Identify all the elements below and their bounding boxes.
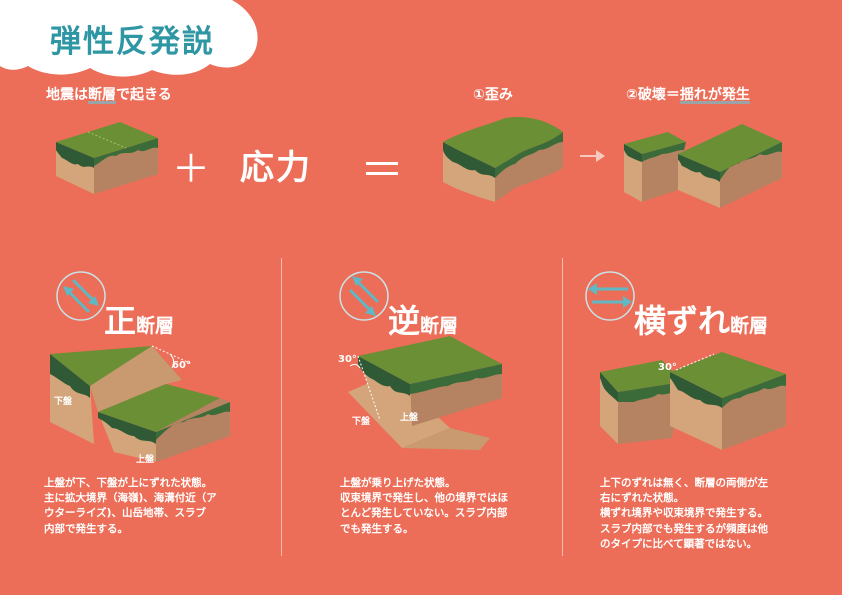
strike-slip-fault-title: 横ずれ断層: [634, 296, 768, 342]
normal-fault-hangingwall-label: 上盤: [136, 453, 155, 465]
stress-word: 応力: [240, 148, 312, 188]
description-line: 上下のずれは無く、断層の両側が左: [600, 477, 768, 489]
page-title: 弾性反発説: [50, 24, 215, 60]
strike-slip-fault-diagram: 30°: [600, 352, 786, 450]
description-line: 主に拡大境界（海嶺)、海溝付近（ア: [44, 492, 217, 505]
strike-slip-fault-title-main: 横ずれ: [634, 302, 731, 340]
column-divider-left: [281, 258, 282, 556]
reverse-fault-title-suffix: 断層: [420, 315, 459, 337]
normal-fault-description: 上盤が下、下盤が上にずれた状態。 主に拡大境界（海嶺)、海溝付近（ア ウターライ…: [44, 476, 249, 537]
strike-slip-fault-title-suffix: 断層: [730, 315, 769, 337]
description-line: 収束境界で発生し、他の境界ではほ: [340, 492, 508, 505]
normal-fault-angle-label: 60°: [172, 360, 191, 371]
normal-fault-diagram: 60° 下盤 上盤: [50, 345, 230, 465]
strike-slip-fault-description: 上下のずれは無く、断層の両側が左 右にずれた状態。 横ずれ境界や収束境界で発生す…: [600, 476, 805, 552]
broken-block-diagram: [624, 124, 782, 208]
fault-block-diagram: [56, 122, 158, 194]
description-line: 横ずれ境界や収束境界で発生する。: [600, 507, 768, 520]
subtitle-text-pre: 地震は: [46, 87, 88, 103]
strike-slip-fault-angle-label: 30°: [658, 362, 677, 373]
normal-fault-title: 正断層: [104, 296, 174, 342]
step1-label: ①歪み: [473, 87, 513, 103]
column-divider-right: [562, 258, 563, 556]
diagonal-arrows-icon: [339, 271, 389, 321]
step2-label: ②破壊＝揺れが発生: [626, 84, 750, 104]
subtitle: 地震は断層で起きる: [46, 84, 172, 104]
description-line: のタイプに比べて顕著ではない。: [600, 537, 758, 550]
diagonal-arrows-icon: [56, 271, 106, 321]
subtitle-text-post: で起きる: [116, 87, 172, 103]
normal-fault-title-suffix: 断層: [136, 315, 175, 337]
reverse-fault-footwall-label: 下盤: [352, 415, 371, 427]
title-cloud-shape: [0, 0, 258, 77]
description-line: でも発生する。: [340, 522, 414, 535]
normal-fault-title-main: 正: [104, 302, 137, 340]
equals-sign: ＝: [360, 145, 404, 196]
reverse-fault-title-main: 逆: [388, 302, 421, 340]
reverse-fault-hangingwall-label: 上盤: [400, 411, 419, 423]
description-line: とんど発生していない。スラブ内部: [340, 507, 508, 520]
step2-text-pre: ②破壊＝: [626, 87, 680, 103]
description-line: 上盤が下、下盤が上にずれた状態。: [44, 477, 213, 489]
description-line: 右にずれた状態。: [600, 492, 685, 505]
description-line: ウターライズ)、山岳地帯、スラブ: [44, 507, 206, 520]
strained-block-diagram: [443, 116, 563, 202]
description-line: スラブ内部でも発生するが頻度は他: [600, 522, 768, 535]
horizontal-arrows-icon: [585, 271, 635, 321]
step2-underlined-text: 揺れが発生: [679, 87, 750, 103]
description-line: 内部で発生する。: [44, 522, 128, 535]
reverse-fault-description: 上盤が乗り上げた状態。 収束境界で発生し、他の境界ではほ とんど発生していない。…: [340, 476, 545, 537]
reverse-fault-angle-label: 30°: [338, 354, 357, 365]
reverse-fault-title: 逆断層: [388, 296, 458, 342]
normal-fault-footwall-label: 下盤: [54, 395, 73, 407]
subtitle-underlined-word: 断層: [88, 87, 116, 103]
right-arrow-icon: [580, 150, 605, 162]
description-line: 上盤が乗り上げた状態。: [340, 477, 456, 489]
reverse-fault-diagram: 30° 下盤 上盤: [338, 336, 502, 450]
plus-sign: ＋: [172, 147, 211, 191]
